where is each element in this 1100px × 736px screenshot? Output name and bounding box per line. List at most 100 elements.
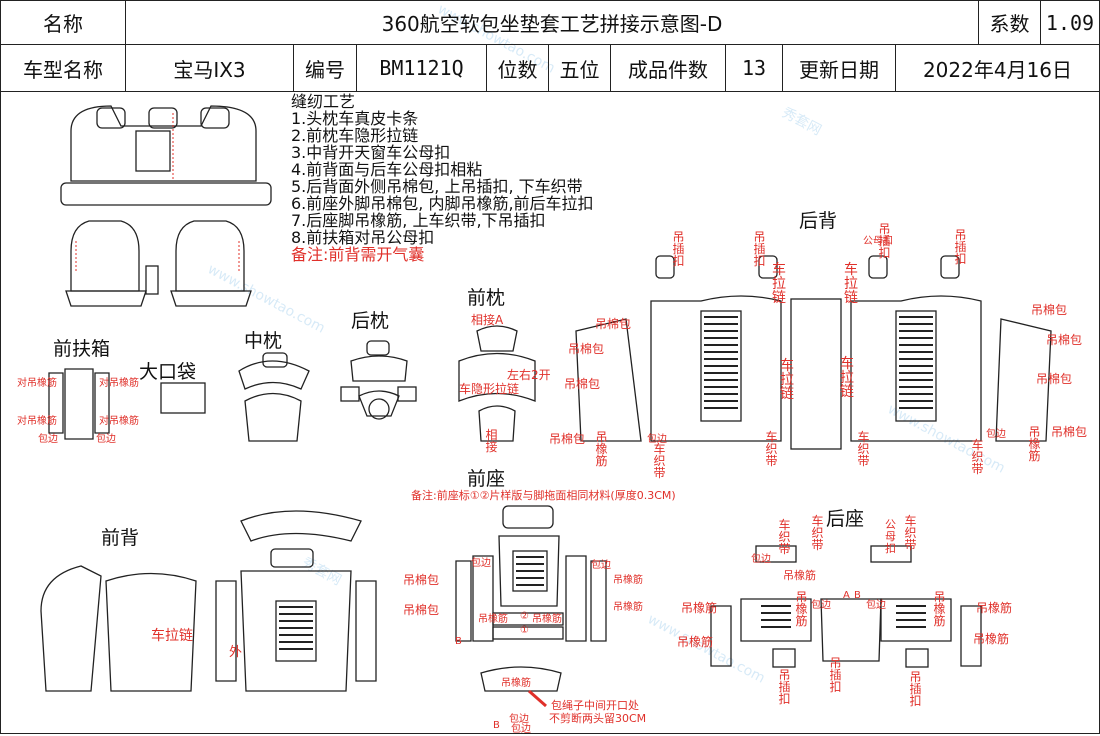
label-front-seat: 前座 xyxy=(467,468,506,490)
note-wrap-edge: 包边 xyxy=(647,434,667,445)
process-step: 5.后背面外侧吊棉包, 上吊插扣, 下车织带 xyxy=(291,177,583,196)
note-hang-cotton: 吊棉包 xyxy=(1046,333,1083,347)
process-step: 3.中背开天窗车公母扣 xyxy=(291,143,451,162)
note-hang-elastic: 吊橡筋 xyxy=(595,430,608,468)
model-value: 宝马IX3 xyxy=(126,45,294,92)
label-rear-seat: 后座 xyxy=(826,508,865,530)
note-wrap-edge: 包边 xyxy=(811,600,831,611)
label-big-pocket: 大口袋 xyxy=(139,361,197,383)
note-hang-elastic-pair: 对吊橡筋 xyxy=(99,416,139,427)
mark-b: B xyxy=(455,636,462,647)
note-hang-elastic: 吊橡筋 xyxy=(681,601,718,615)
mark-b: B xyxy=(854,590,861,601)
note-hang-buckle: 吊插扣 xyxy=(954,228,967,266)
sewing-process: 缝纫工艺 1.头枕车真皮卡条 2.前枕车隐形拉链 3.中背开天窗车公母扣 4.前… xyxy=(291,93,594,263)
name-label: 名称 xyxy=(1,1,126,45)
code-value: BM1121Q xyxy=(357,45,487,92)
note-wrap-edge: 包边 xyxy=(38,434,58,445)
note-wrap-edge: 包边 xyxy=(591,560,611,571)
mark-b: B xyxy=(493,720,500,731)
note-hang-cotton: 吊棉包 xyxy=(549,432,586,446)
seats-value: 五位 xyxy=(549,45,611,92)
note-wrap-edge: 包边 xyxy=(511,724,531,735)
note-hang-buckle: 吊插扣 xyxy=(878,222,891,260)
process-step: 4.前背面与后车公母扣相粘 xyxy=(291,160,483,179)
note-hang-elastic-pair: 对吊橡筋 xyxy=(17,416,57,427)
label-front-back: 前背 xyxy=(101,527,140,549)
note-hang-elastic: 吊橡筋 xyxy=(976,601,1013,615)
note-webbing: 车织带 xyxy=(778,518,791,556)
note-hang-elastic-pair: 对吊橡筋 xyxy=(17,378,57,389)
note-zipper: 车拉链 xyxy=(840,356,854,400)
note-hang-elastic-pair: 对吊橡筋 xyxy=(99,378,139,389)
label-front-armrest: 前扶箱 xyxy=(53,338,111,360)
note-hang-elastic: 吊橡筋 xyxy=(532,614,562,625)
date-value: 2022年4月16日 xyxy=(896,45,1099,92)
note-left-right-open: 左右2开 xyxy=(507,368,551,382)
note-webbing: 车织带 xyxy=(857,430,870,468)
note-wrap-edge: 包边 xyxy=(471,558,491,569)
note-male-female-buckle: 公母扣 xyxy=(885,518,896,555)
process-step: 2.前枕车隐形拉链 xyxy=(291,126,419,145)
note-hang-elastic: 吊橡筋 xyxy=(783,569,816,582)
note-hang-cotton: 吊棉包 xyxy=(568,342,605,356)
page-title: 360航空软包坐垫套工艺拼接示意图-D xyxy=(126,1,979,45)
note-webbing: 车织带 xyxy=(765,430,778,468)
note-male-female-buckle: 公母扣 xyxy=(863,236,893,247)
note-hang-elastic: 吊橡筋 xyxy=(933,590,946,628)
note-zipper: 车拉链 xyxy=(772,262,786,306)
note-outer: 外 xyxy=(229,645,243,660)
pieces-value: 13 xyxy=(726,45,783,92)
note-hang-buckle: 吊插扣 xyxy=(753,230,766,268)
label-mid-pillow: 中枕 xyxy=(244,330,283,352)
model-label: 车型名称 xyxy=(1,45,126,92)
note-join: 相接 xyxy=(485,428,498,454)
note-wrap-edge: 包边 xyxy=(96,434,116,445)
mark-a: A xyxy=(843,590,850,601)
note-hang-cotton: 吊棉包 xyxy=(403,573,440,587)
note-hidden-zipper: 车隐形拉链 xyxy=(459,382,520,396)
process-title: 缝纫工艺 xyxy=(291,92,356,111)
note-hang-elastic: 吊橡筋 xyxy=(478,614,508,625)
note-wrap-edge: 包边 xyxy=(751,554,771,565)
note-zipper: 车拉链 xyxy=(844,262,858,306)
note-hang-elastic: 吊橡筋 xyxy=(1028,425,1041,463)
note-wrap-edge: 包边 xyxy=(509,714,529,725)
note-hang-elastic: 吊橡筋 xyxy=(613,602,643,613)
label-rear-pillow: 后枕 xyxy=(351,310,390,332)
process-step: 6.前座外脚吊棉包, 内脚吊橡筋,前后车拉扣 xyxy=(291,194,594,213)
note-hang-cotton: 吊棉包 xyxy=(1036,372,1073,386)
note-piece-1: ① xyxy=(520,625,529,636)
process-step: 7.后座脚吊橡筋, 上车织带,下吊插扣 xyxy=(291,211,546,230)
note-hang-cotton: 吊棉包 xyxy=(1031,303,1068,317)
coef-value: 1.09 xyxy=(1041,1,1099,45)
label-rear-back: 后背 xyxy=(799,210,838,232)
note-hang-cotton: 吊棉包 xyxy=(564,377,601,391)
note-hang-cotton: 吊棉包 xyxy=(1051,425,1088,439)
note-hang-elastic: 吊橡筋 xyxy=(613,575,643,586)
note-rope-2: 不剪断两头留30CM xyxy=(549,712,647,725)
note-webbing: 车织带 xyxy=(811,514,824,552)
note-hang-buckle: 吊插扣 xyxy=(672,230,685,268)
note-zipper: 车拉链 xyxy=(780,358,794,402)
seats-label: 位数 xyxy=(487,45,549,92)
code-label: 编号 xyxy=(294,45,357,92)
note-sew-zipper: 车拉链 xyxy=(151,628,193,644)
process-remark: 备注:前背需开气囊 xyxy=(291,245,425,264)
note-join-a: 相接A xyxy=(471,313,504,327)
date-label: 更新日期 xyxy=(783,45,896,92)
note-wrap-edge: 包边 xyxy=(986,429,1006,440)
note-hang-elastic: 吊橡筋 xyxy=(677,635,714,649)
front-seat-remark: 备注:前座标①②片样版与脚拖面相同材料(厚度0.3CM) xyxy=(411,489,676,502)
note-rope-1: 包绳子中间开口处 xyxy=(551,699,639,712)
pieces-label: 成品件数 xyxy=(611,45,726,92)
note-hang-elastic: 吊橡筋 xyxy=(973,632,1010,646)
label-front-pillow: 前枕 xyxy=(467,287,506,309)
note-wrap-edge: 包边 xyxy=(866,600,886,611)
note-hang-buckle: 吊插扣 xyxy=(829,656,842,694)
note-hang-elastic: 吊橡筋 xyxy=(501,678,531,689)
note-webbing: 车织带 xyxy=(971,438,984,476)
process-step: 1.头枕车真皮卡条 xyxy=(291,109,419,128)
